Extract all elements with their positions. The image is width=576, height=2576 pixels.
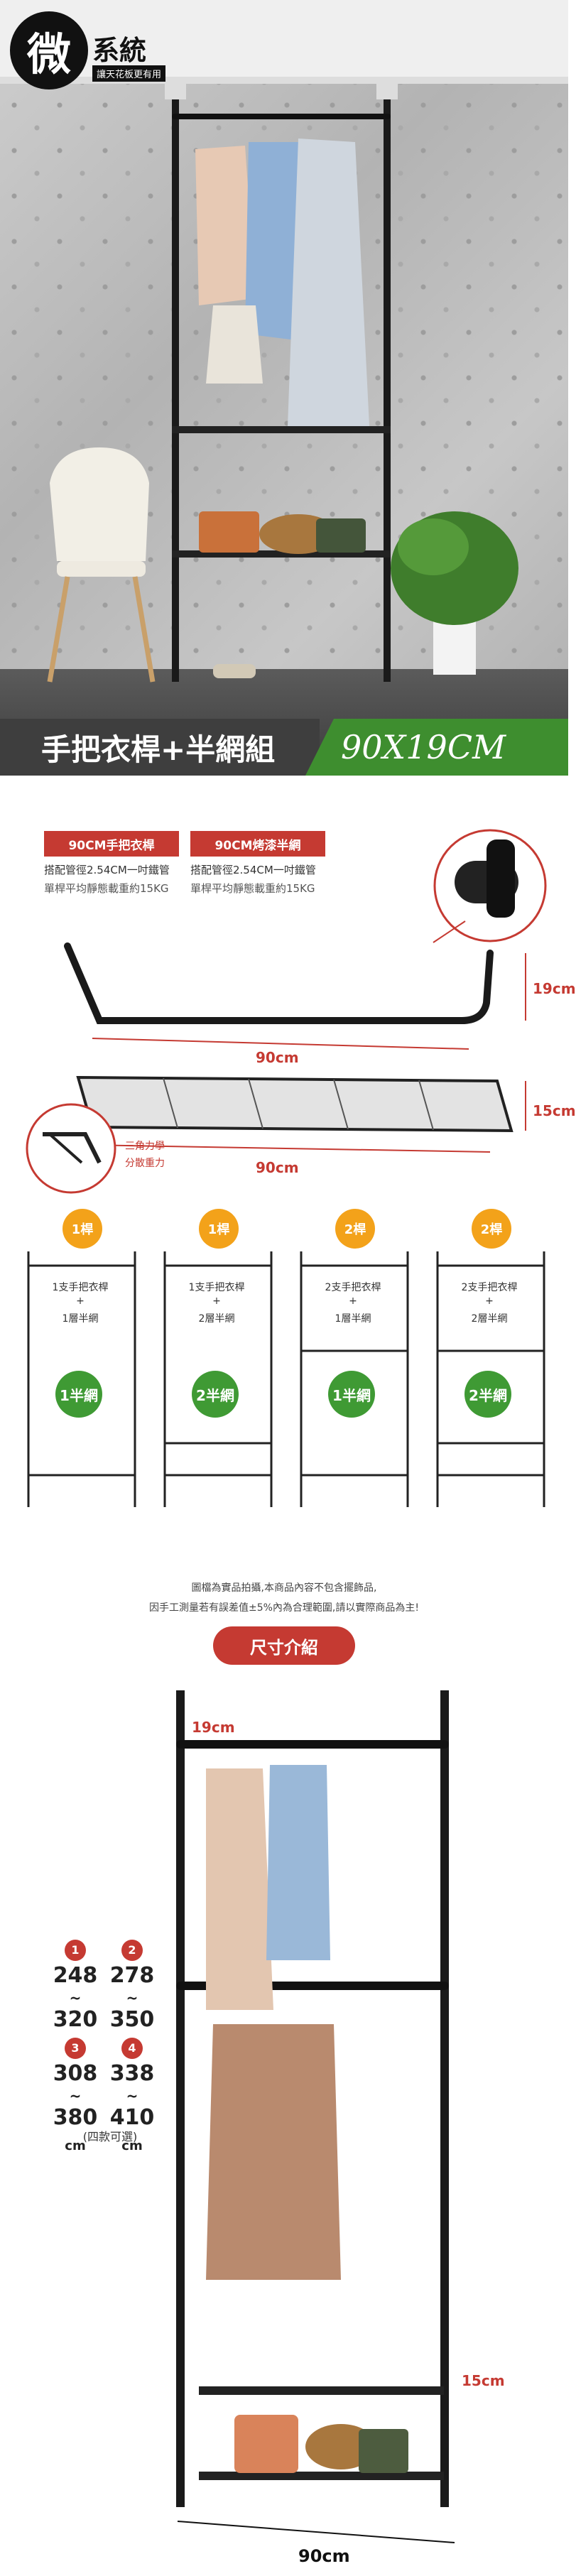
config-plus: +: [212, 1295, 221, 1307]
net-count-badge: 2半網: [464, 1371, 511, 1418]
hero-illustration: [47, 78, 518, 683]
net-width-label: 90cm: [256, 1159, 299, 1176]
height-range-1: 1 248 ~ 320 cm: [47, 1933, 104, 2063]
net-count-badge: 1半網: [55, 1371, 102, 1418]
range-unit: cm: [65, 2138, 86, 2153]
rod-count-badge: 2桿: [335, 1209, 375, 1249]
rod-spec-line2: 單桿平均靜態載重約15KG: [44, 882, 169, 895]
range-min: 248: [53, 1963, 98, 1988]
range-number-badge: 3: [65, 2038, 86, 2059]
net-spec-line1: 搭配管徑2.54CM一吋鐵管: [190, 864, 316, 876]
height-range-4: 4 338 ~ 410 cm: [104, 2031, 161, 2161]
config-option-4[interactable]: 2桿 2支手把衣桿 + 2層半網 2半網: [422, 1209, 557, 1514]
disclaimer-line1: 圖檔為實品拍攝,本商品內容不包含擺飾品,: [191, 1582, 377, 1594]
range-number-badge: 2: [121, 1940, 143, 1961]
config-rod-text: 1支手把衣桿: [52, 1282, 109, 1293]
disclaimer-line2: 因手工測量若有誤差值±5%內為合理範圍,請以實際商品為主!: [148, 1602, 419, 1614]
config-plus: +: [76, 1295, 85, 1307]
rod-depth-label: 19cm: [533, 980, 576, 997]
config-plus: +: [485, 1295, 494, 1307]
range-tilde: ~: [126, 1989, 138, 2006]
rod-spec-line1: 搭配管徑2.54CM一吋鐵管: [44, 864, 170, 876]
net-label: 90CM烤漆半網: [190, 831, 325, 857]
size-title: 尺寸介紹: [213, 1626, 355, 1665]
brand-logo: 微 系統 讓天花板更有用: [10, 11, 173, 89]
spec-section: 90CM手把衣桿 90CM烤漆半網 搭配管徑2.54CM一吋鐵管 單桿平均靜態載…: [0, 776, 576, 1209]
logo-tagline: 讓天花板更有用: [92, 65, 166, 82]
product-title-bar: 手把衣桿+半網組 90X19CM: [0, 719, 568, 776]
ceiling-trim: [0, 77, 568, 84]
range-max: 380: [53, 2105, 98, 2130]
product-title: 手把衣桿+半網組: [0, 719, 320, 776]
net-depth-label: 15cm: [462, 2372, 505, 2389]
top-depth-label: 19cm: [192, 1719, 235, 1736]
size-section: 尺寸介紹 19cm 15cm 90cm: [0, 1626, 568, 2576]
config-option-1[interactable]: 1桿 1支手把衣桿 + 1層半網 1半網: [13, 1209, 148, 1514]
triangle-note: 三角力學 分散重力: [125, 1138, 165, 1172]
config-options: 1桿 1支手把衣桿 + 1層半網 1半網 1桿 1支手把衣桿 + 2層半網 2半…: [0, 1209, 568, 1543]
range-unit: cm: [121, 2138, 143, 2153]
range-number-badge: 4: [121, 2038, 143, 2059]
range-tilde: ~: [69, 1989, 82, 2006]
config-option-2[interactable]: 1桿 1支手把衣桿 + 2層半網 2半網: [149, 1209, 284, 1514]
logo-name: 系統: [92, 34, 147, 66]
config-rod-text: 2支手把衣桿: [325, 1282, 381, 1293]
range-min: 338: [109, 2061, 155, 2086]
disclaimer-notes: 圖檔為實品拍攝,本商品內容不包含擺飾品, 因手工測量若有誤差值±5%內為合理範圍…: [0, 1578, 568, 1618]
net-count-badge: 2半網: [192, 1371, 239, 1418]
width-label: 90cm: [298, 2546, 350, 2566]
size-illustration: [176, 1690, 455, 2543]
rod-label: 90CM手把衣桿: [44, 831, 179, 857]
rod-spec: 搭配管徑2.54CM一吋鐵管 單桿平均靜態載重約15KG: [44, 861, 170, 898]
range-max: 320: [53, 2007, 98, 2032]
range-tilde: ~: [69, 2087, 82, 2104]
net-spec-line2: 單桿平均靜態載重約15KG: [190, 882, 315, 895]
range-min: 278: [109, 1963, 155, 1988]
rod-count-badge: 1桿: [63, 1209, 102, 1249]
height-range-3: 3 308 ~ 380 cm: [47, 2031, 104, 2161]
rod-count-badge: 1桿: [199, 1209, 239, 1249]
config-net-text: 2層半網: [471, 1313, 508, 1325]
four-options-note: (四款可選): [82, 2130, 138, 2143]
logo-badge: 微: [10, 11, 88, 89]
range-max: 350: [109, 2007, 155, 2032]
hero-image: 微 系統 讓天花板更有用 手把衣桿+半網組 90X19CM: [0, 0, 568, 776]
rod-count-badge: 2桿: [472, 1209, 511, 1249]
net-count-badge: 1半網: [328, 1371, 375, 1418]
config-net-text: 2層半網: [198, 1313, 235, 1325]
config-net-text: 1層半網: [335, 1313, 371, 1325]
rod-width-label: 90cm: [256, 1049, 299, 1066]
config-net-text: 1層半網: [62, 1313, 99, 1325]
config-rod-text: 1支手把衣桿: [188, 1282, 245, 1293]
config-plus: +: [349, 1295, 357, 1307]
product-size: 90X19CM: [305, 719, 568, 776]
config-rod-text: 2支手把衣桿: [461, 1282, 518, 1293]
triangle-note-line2: 分散重力: [125, 1158, 165, 1169]
config-rack-lines: [27, 1251, 545, 1507]
range-max: 410: [109, 2105, 155, 2130]
net-spec: 搭配管徑2.54CM一吋鐵管 單桿平均靜態載重約15KG: [190, 861, 316, 898]
range-number-badge: 1: [65, 1940, 86, 1961]
range-min: 308: [53, 2061, 98, 2086]
config-option-3[interactable]: 2桿 2支手把衣桿 + 1層半網 1半網: [286, 1209, 420, 1514]
net-depth-label: 15cm: [533, 1102, 576, 1119]
spec-illustration: [26, 829, 547, 1194]
triangle-note-line1: 三角力學: [125, 1141, 165, 1152]
range-tilde: ~: [126, 2087, 138, 2104]
